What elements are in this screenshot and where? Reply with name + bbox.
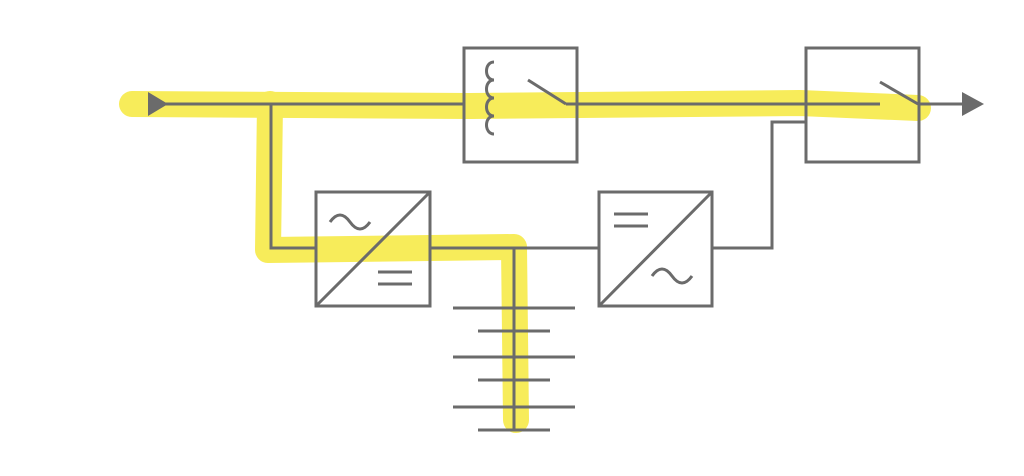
ac-tilde-icon — [650, 267, 694, 285]
output-switch-icon — [879, 80, 919, 106]
transformer-coil-icon — [485, 60, 495, 136]
switch-icon — [527, 78, 567, 106]
output-arrow-icon — [962, 92, 984, 116]
highlighted-power-path — [119, 90, 931, 433]
battery-icon — [453, 248, 575, 432]
ac-tilde-icon — [328, 213, 372, 231]
input-arrow-icon — [148, 92, 168, 116]
